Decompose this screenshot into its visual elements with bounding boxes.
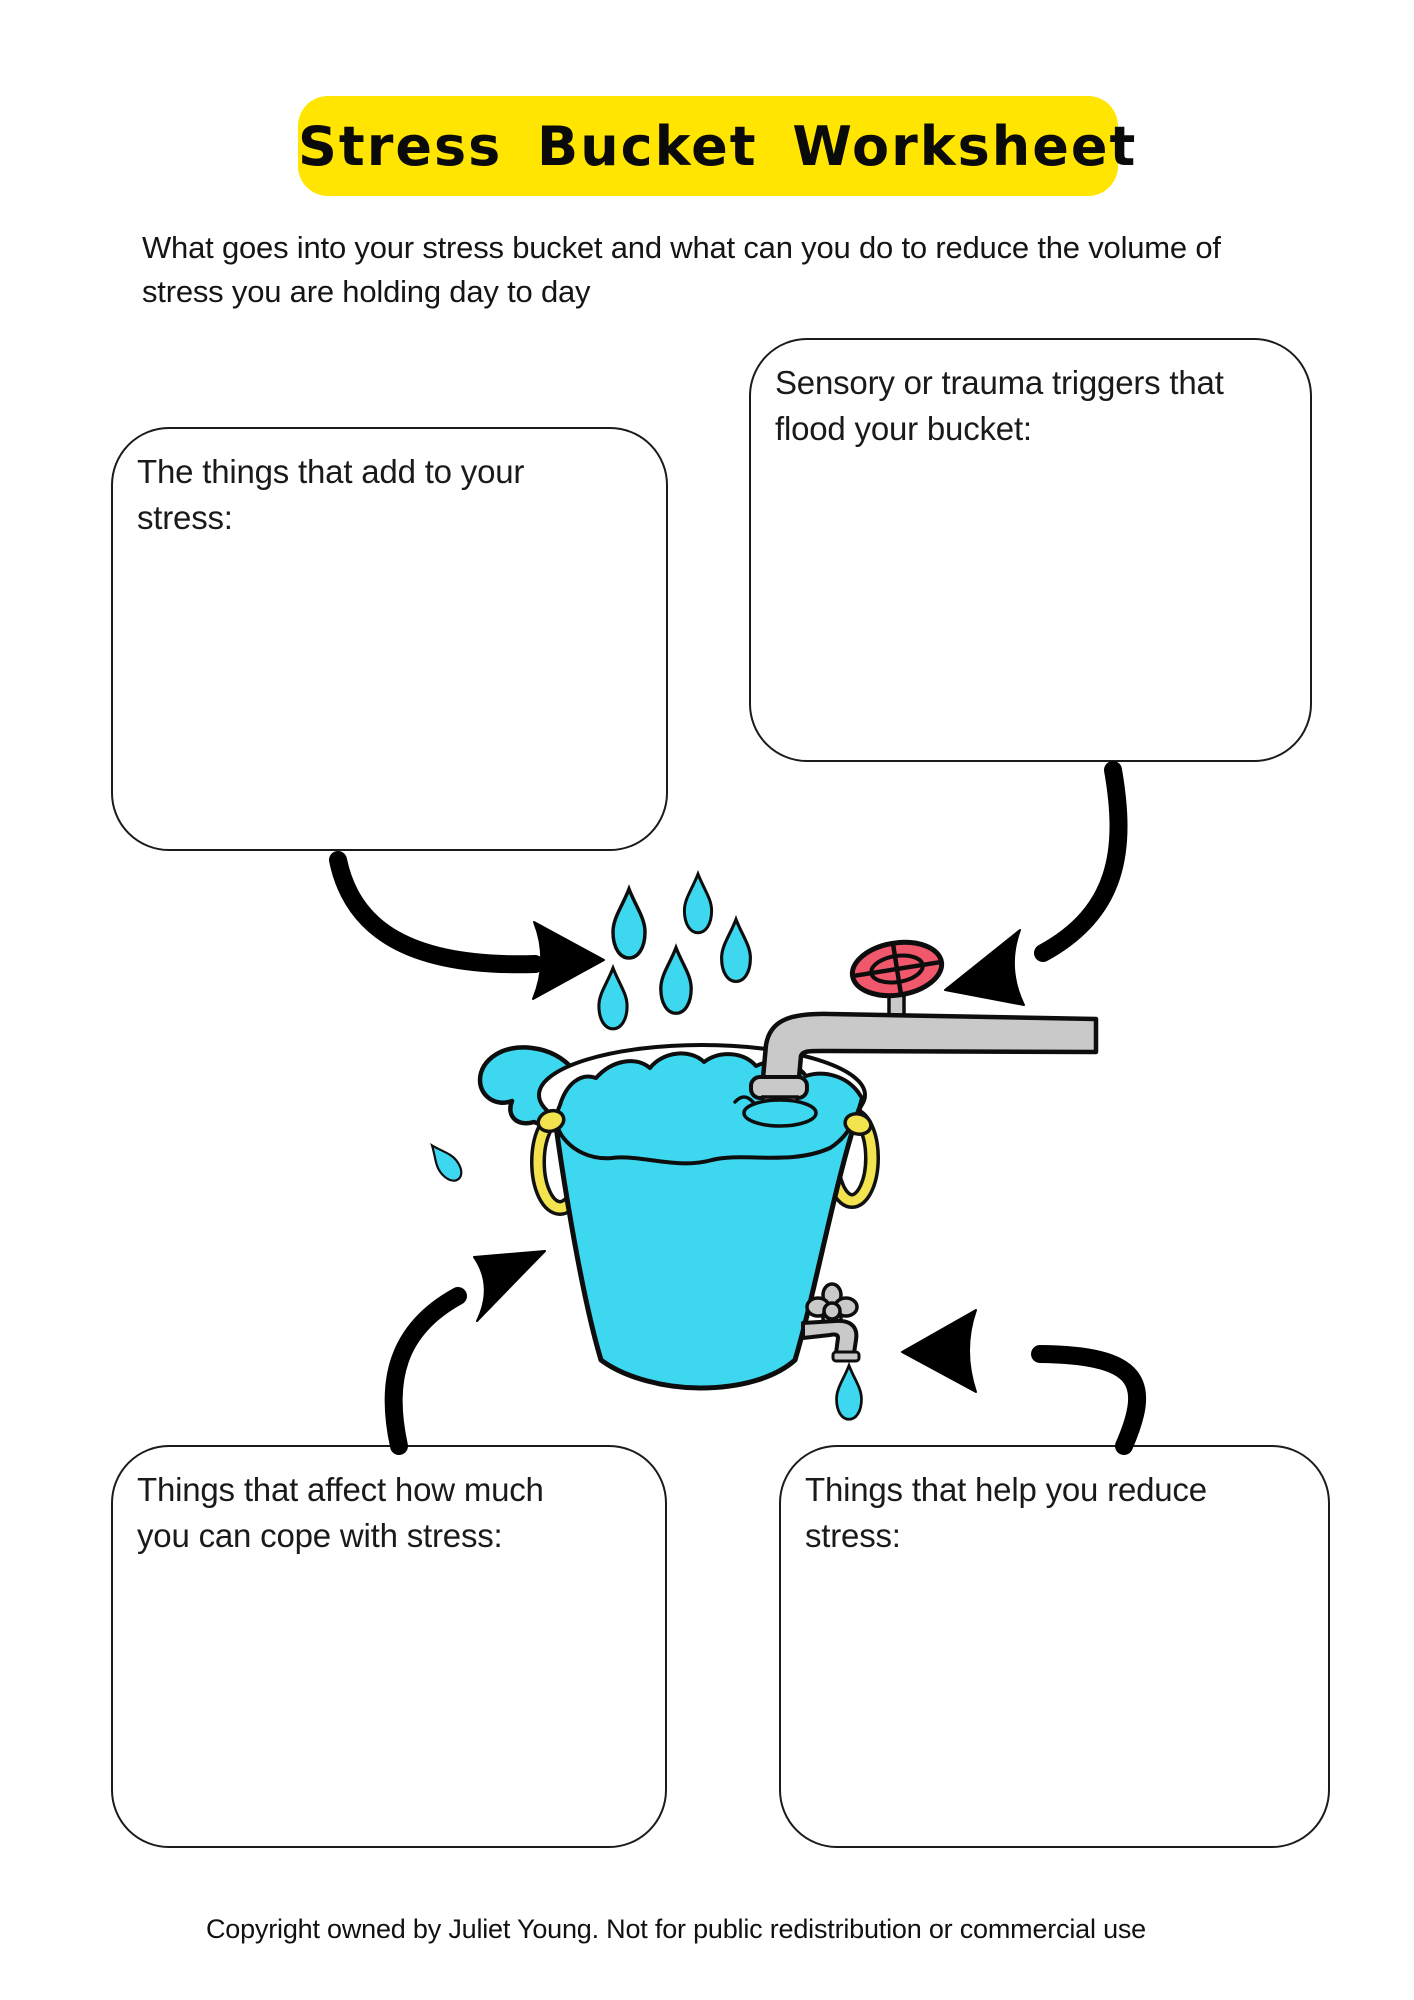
tap-drip-icon <box>835 1364 863 1421</box>
bucket-handle-right <box>824 1107 880 1209</box>
splash-icon <box>423 1045 599 1187</box>
water-drops-icon <box>597 872 752 1031</box>
bucket-body <box>549 1093 867 1391</box>
handle-knob-left <box>536 1108 566 1134</box>
pipe-nozzle <box>761 1095 799 1117</box>
pipe-run <box>760 1011 1099 1081</box>
page-title: Stress Bucket Worksheet <box>298 115 1138 178</box>
copyright-notice: Copyright owned by Juliet Young. Not for… <box>206 1914 1146 1944</box>
box-things-that-add-stress[interactable]: The things that add to your stress: <box>111 427 668 851</box>
tap-spout <box>831 1350 861 1363</box>
curved-arrow-bottom-right <box>901 1309 1146 1455</box>
box-label: Things that affect how much you can cope… <box>137 1471 544 1554</box>
bucket-icon <box>530 1043 880 1391</box>
pour-splash <box>742 1098 818 1128</box>
box-coping-capacity[interactable]: Things that affect how much you can cope… <box>111 1445 667 1848</box>
tap-flower-handle <box>805 1282 859 1331</box>
pipe-collar <box>749 1075 809 1100</box>
subtitle-line-1: What goes into your stress bucket and wh… <box>142 230 1221 265</box>
valve-stem <box>887 982 906 1019</box>
stress-bucket-illustration <box>329 761 1146 1455</box>
tap-icon <box>801 1282 863 1421</box>
curved-arrow-bottom-left <box>384 1250 546 1455</box>
pipe-icon <box>742 939 1099 1128</box>
subtitle-line-2: stress you are holding day to day <box>142 274 591 309</box>
bucket-water <box>554 1051 864 1166</box>
bucket-rim <box>537 1043 867 1147</box>
water-ripple-marks <box>733 1095 813 1116</box>
box-label: The things that add to your stress: <box>137 453 525 536</box>
curved-arrow-top-left <box>329 851 605 1000</box>
handle-knob-right <box>843 1112 873 1136</box>
box-stress-reducers[interactable]: Things that help you reduce stress: <box>779 1445 1330 1848</box>
curved-arrow-top-right <box>944 761 1128 1006</box>
bucket-handle-left <box>530 1108 590 1216</box>
tap-body <box>801 1318 859 1355</box>
box-label: Things that help you reduce stress: <box>805 1471 1207 1554</box>
box-sensory-trauma-triggers[interactable]: Sensory or trauma triggers that flood yo… <box>749 338 1312 762</box>
title-banner: Stress Bucket Worksheet <box>298 96 1138 196</box>
valve-icon <box>849 939 945 999</box>
box-label: Sensory or trauma triggers that flood yo… <box>775 364 1224 447</box>
subtitle: What goes into your stress bucket and wh… <box>142 226 1221 314</box>
